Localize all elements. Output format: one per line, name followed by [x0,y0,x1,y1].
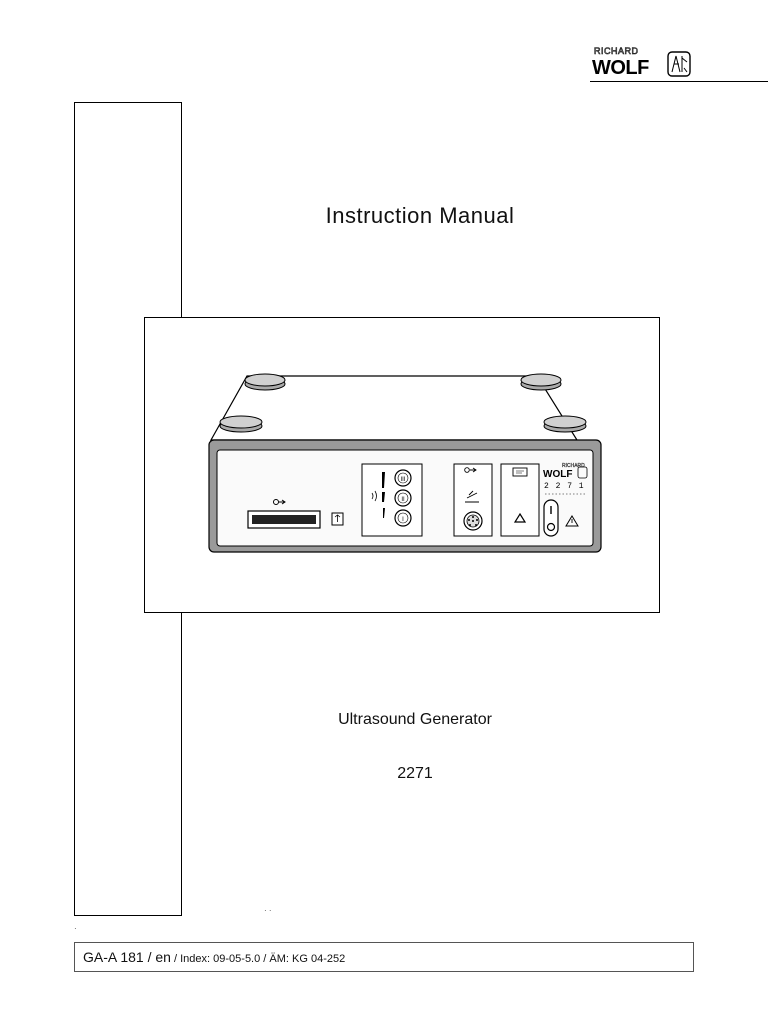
device-illustration: III II I [208,373,602,553]
connector-socket [247,499,321,529]
document-code: GA-A 181 / en [83,949,171,965]
richard-wolf-logo: RICHARD WOLF [592,46,691,79]
level-2-label: II [401,497,405,503]
device-foot-front-right [543,415,587,433]
pump-indicator-icon [512,467,528,477]
level-1-button[interactable]: I [394,509,412,527]
warning-icon [565,515,579,527]
logo-wolf-text: WOLF [592,57,649,79]
stray-mark: · [74,924,77,933]
level-3-label: III [400,477,405,483]
logo-richard-text: RICHARD [594,46,639,56]
type-bf-icon [331,512,344,526]
product-name: Ultrasound Generator [338,711,492,728]
level-2-button[interactable]: II [394,489,412,507]
footswitch-module [453,463,493,537]
page-title: Instruction Manual [325,203,515,228]
footswitch-icon [465,490,479,503]
device-foot-back-right [520,373,562,391]
device-foot-back-left [244,373,286,391]
document-footer: GA-A 181 / en / Index: 09-05-5.0 / ÄM: K… [74,942,694,972]
level-3-button[interactable]: III [394,469,412,487]
logo-underline [590,81,768,82]
footswitch-socket [463,511,483,531]
level-1-label: I [402,517,404,523]
device-illustration-frame: III II I [144,317,660,613]
panel-brand-wolf: WOLF [543,469,572,480]
document-index: / Index: 09-05-5.0 / ÄM: KG 04-252 [170,953,346,965]
model-number: 2271 [397,765,433,782]
device-foot-front-left [219,415,263,433]
power-switch[interactable] [543,499,559,537]
panel-model-digits: 2 2 7 1 [544,482,585,491]
stray-marks: · · [264,906,272,915]
status-module [500,463,540,537]
power-module: RICHARD WOLF 2 2 7 1 [543,463,588,537]
power-level-module: III II I [361,463,423,537]
alarm-indicator-icon [513,512,527,523]
panel-brand-top: RICHARD [562,463,585,469]
logo-emblem-icon [667,51,691,77]
